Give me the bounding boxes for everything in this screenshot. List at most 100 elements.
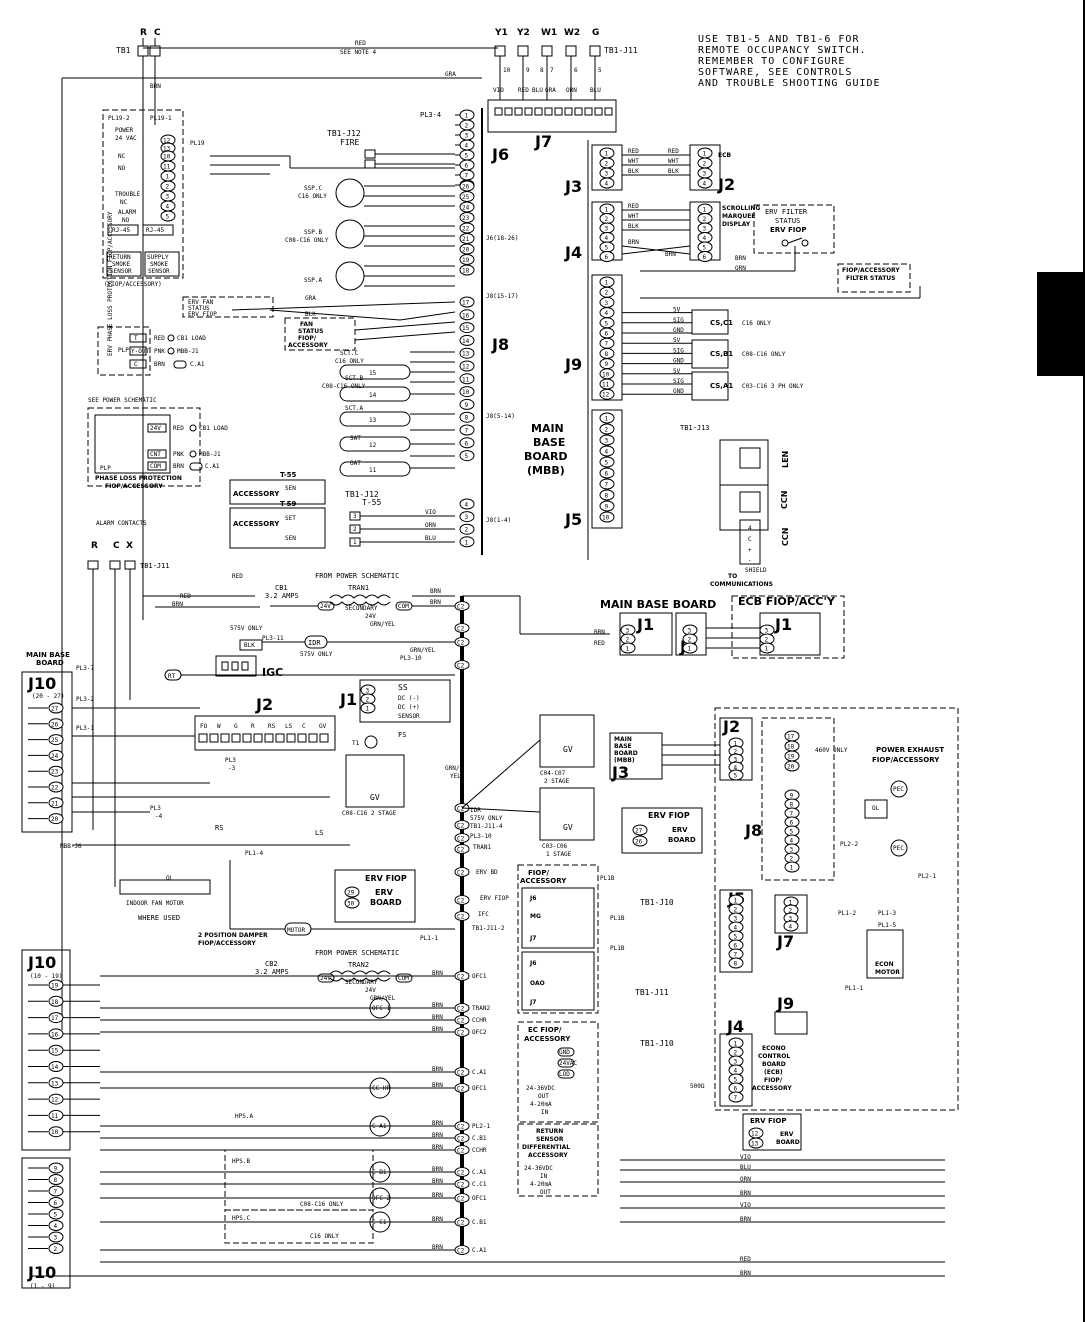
- pin-number: 10: [163, 154, 171, 161]
- j2-igc-pin: [286, 733, 296, 743]
- svg-text:PL19-2: PL19-2: [108, 115, 130, 122]
- svg-text:FROM POWER SCHEMATIC: FROM POWER SCHEMATIC: [315, 572, 399, 580]
- pin-number: 20: [787, 764, 795, 771]
- pin-number: 4: [605, 181, 609, 188]
- pin-number: 6: [734, 1086, 738, 1093]
- wire-color: BRN: [432, 1166, 443, 1173]
- pin-number: 3: [765, 628, 769, 635]
- svg-text:FIRE: FIRE: [340, 138, 359, 147]
- svg-text:RETURN: RETURN: [109, 254, 131, 261]
- svg-text:ERV PHASE LOSS PROTECTION FIOP: ERV PHASE LOSS PROTECTION FIOP/ACCESSORY: [107, 211, 114, 356]
- svg-text:MBB-J1: MBB-J1: [199, 451, 221, 458]
- svg-text:J2: J2: [255, 695, 273, 714]
- svg-text:VIO: VIO: [493, 87, 504, 94]
- svg-text:TB1-J12: TB1-J12: [327, 129, 361, 138]
- j10-pin: [48, 1243, 64, 1254]
- svg-text:ALARM: ALARM: [118, 209, 136, 216]
- trunk-pin: [454, 623, 470, 633]
- load-coil: [369, 1211, 391, 1233]
- svg-text:ACCESSORY: ACCESSORY: [288, 342, 328, 349]
- svg-text:J10: J10: [27, 953, 56, 972]
- svg-text:PL1B: PL1B: [610, 945, 625, 952]
- svg-text:ERV FILTER: ERV FILTER: [765, 208, 808, 216]
- main-base-board: J7 J6 J8 J3 J4 J9 J5 MAIN BASE BOARD (MB…: [481, 99, 617, 560]
- term-y2: Y2: [516, 28, 530, 38]
- svg-text:FROM POWER SCHEMATIC: FROM POWER SCHEMATIC: [315, 949, 399, 957]
- svg-text:GRA: GRA: [305, 295, 316, 302]
- pin-number: 14: [51, 1064, 59, 1071]
- svg-text:RED: RED: [628, 203, 639, 210]
- pin-number: 12: [163, 138, 171, 145]
- svg-text:J6: J6: [529, 895, 536, 902]
- svg-text:BOARD: BOARD: [36, 659, 64, 667]
- pin-number: 5: [790, 829, 794, 836]
- erv-filter-status: ERV FILTER STATUS ERV FIOP ORN BRN: [640, 204, 835, 272]
- svg-text:BOARD: BOARD: [776, 1139, 800, 1146]
- sig-label: GND: [673, 358, 684, 365]
- pin-number: 29: [347, 890, 355, 897]
- svg-text:2 POSITION DAMPER: 2 POSITION DAMPER: [198, 932, 268, 939]
- load-coil: [369, 1187, 391, 1209]
- svg-text:RT: RT: [168, 673, 176, 680]
- svg-text:J8: J8: [744, 821, 762, 840]
- pin-number: 15: [51, 1048, 59, 1055]
- pin-number: 1: [605, 207, 609, 214]
- svg-text:J1: J1: [339, 690, 357, 709]
- pin-number: 2: [605, 161, 609, 168]
- svg-text:Y-OUT: Y-OUT: [131, 348, 149, 355]
- pin-number: 4: [605, 310, 609, 317]
- svg-text:BLK: BLK: [668, 168, 679, 175]
- svg-text:IFC: IFC: [478, 911, 489, 918]
- svg-text:VIO: VIO: [425, 509, 436, 516]
- pin-number: 6: [790, 820, 794, 827]
- svg-text:SUPPLY: SUPPLY: [147, 254, 169, 261]
- svg-text:STATUS: STATUS: [188, 305, 210, 312]
- erv-phase-loss-protection: ERV PHASE LOSS PROTECTION FIOP/ACCESSORY…: [97, 211, 206, 376]
- pin-number: 5: [166, 214, 170, 221]
- occupancy-switch-note: USE TB1-5 AND TB1-6 FOR REMOTE OCCUPANCY…: [698, 34, 908, 89]
- svg-text:BRN: BRN: [735, 255, 746, 262]
- svg-text:ECONO: ECONO: [762, 1045, 786, 1052]
- trunk-pin: [454, 867, 470, 877]
- svg-text:FIOP/ACCESSORY: FIOP/ACCESSORY: [872, 756, 940, 764]
- pin-number: 15: [462, 325, 470, 332]
- svg-text:FIOP/: FIOP/: [528, 869, 549, 877]
- pin-number: 12: [462, 364, 470, 371]
- svg-text:FIOP/: FIOP/: [764, 1077, 783, 1084]
- pin-number: 20: [51, 816, 59, 823]
- pin-number: 10: [602, 515, 610, 522]
- svg-text:14: 14: [369, 392, 377, 399]
- pin-number: 5: [734, 934, 738, 941]
- wire-color: BRN: [432, 1026, 443, 1033]
- j2-igc-pin: [308, 733, 318, 743]
- svg-text:CS,B1: CS,B1: [710, 350, 733, 358]
- svg-text:RED: RED: [594, 640, 605, 647]
- bus-color: BRN: [740, 1190, 751, 1197]
- svg-text:SAT: SAT: [350, 435, 361, 442]
- svg-text:CS,A1: CS,A1: [710, 382, 733, 390]
- pin-label: C2: [457, 806, 465, 813]
- svg-text:OL: OL: [872, 805, 880, 812]
- range-label: J8(1-4): [486, 517, 511, 524]
- j4-label: J4: [564, 243, 582, 262]
- j8-pin: [459, 536, 475, 548]
- j5-pin: [599, 434, 615, 446]
- j6-pin-column: 12345678262524232221201918: [455, 109, 475, 276]
- j7-pins: [494, 107, 613, 116]
- pin-number: 13: [51, 1080, 59, 1087]
- svg-text:BRN: BRN: [172, 601, 183, 608]
- pin-number: 3: [734, 1059, 738, 1066]
- pin-number: 2: [465, 123, 469, 130]
- svg-text:LS: LS: [315, 829, 323, 837]
- svg-text:J7: J7: [776, 932, 794, 951]
- pin-label: C2: [457, 1196, 465, 1203]
- svg-text:BOARD: BOARD: [762, 1061, 786, 1068]
- note-line: SOFTWARE, SEE CONTROLS: [698, 67, 853, 78]
- j8-pin: [459, 347, 475, 359]
- pin-number: 16: [51, 1031, 59, 1038]
